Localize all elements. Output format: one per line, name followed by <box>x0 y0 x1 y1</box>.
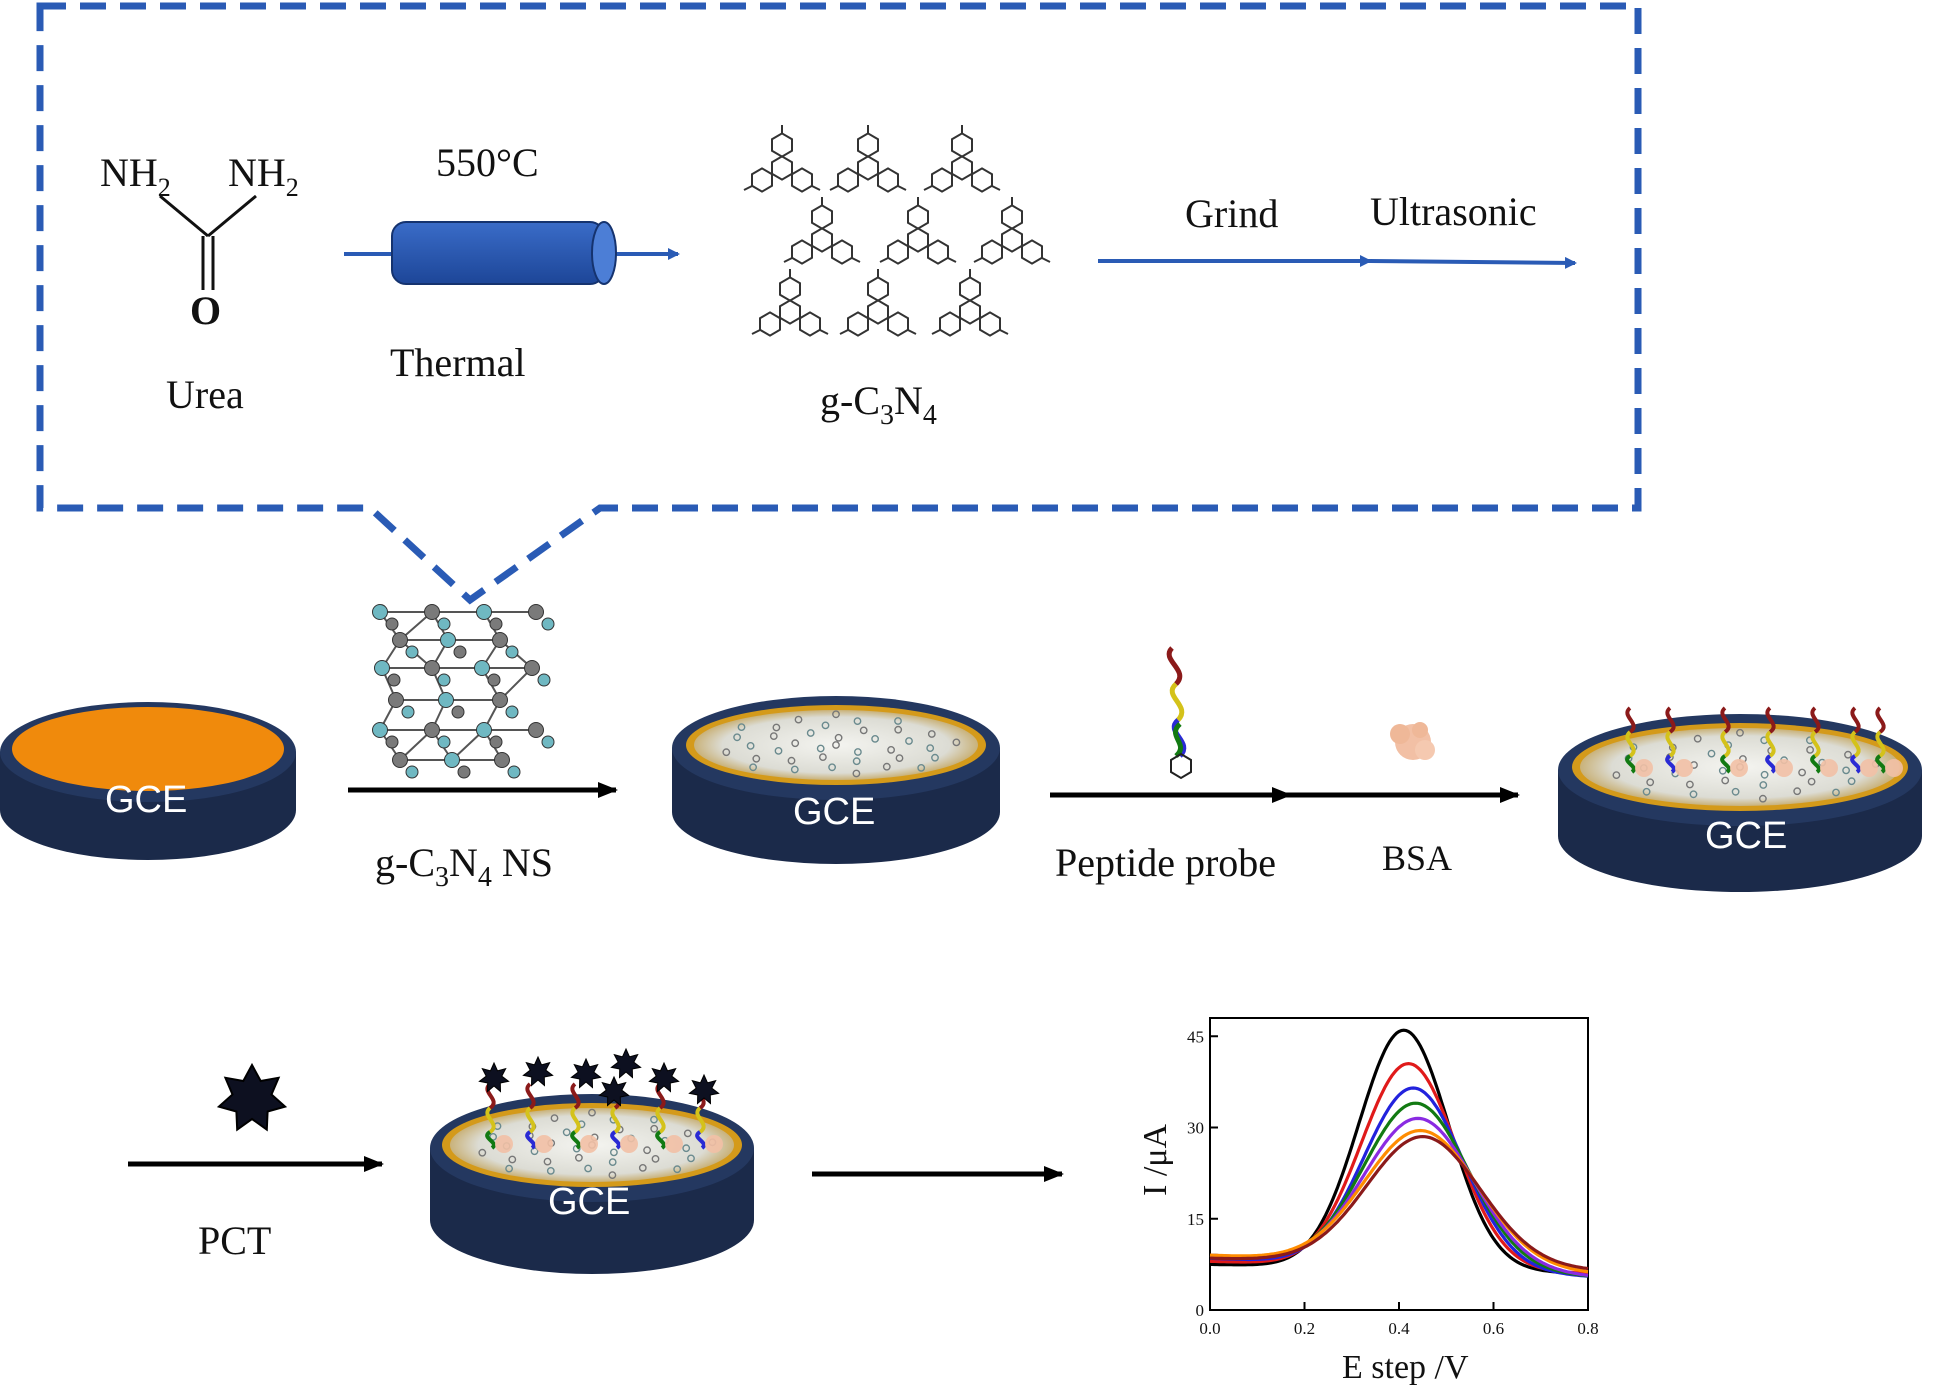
chart-series <box>1209 1028 1589 1278</box>
y-ticks: 0 15 30 45 <box>1187 1027 1218 1320</box>
dpv-series-6 <box>1209 1128 1589 1274</box>
gce-label-3: GCE <box>1705 815 1787 857</box>
gce-with-pct: GCE <box>430 1047 754 1274</box>
ultrasonic-arrow <box>1369 256 1577 269</box>
bsa-label: BSA <box>1382 838 1452 878</box>
nanosheet-surface-pattern <box>722 710 961 778</box>
urea-label: Urea <box>166 372 244 417</box>
dpv-series-2 <box>1209 1061 1589 1275</box>
grind-label: Grind <box>1185 191 1278 236</box>
temperature-label: 550°C <box>436 140 539 185</box>
x-tick-label: 0.0 <box>1199 1319 1220 1338</box>
y-tick-label: 15 <box>1187 1210 1204 1229</box>
peptide-probe-icon <box>1166 646 1192 780</box>
gce-label-4: GCE <box>548 1181 630 1223</box>
bsa-protein-icon <box>1390 722 1435 760</box>
dpv-series-7 <box>1210 1134 1589 1271</box>
synthesis-box <box>36 2 1642 605</box>
dpv-chart: 0.0 0.2 0.4 0.6 0.8 0 15 30 45 E step /V I /μA <box>1137 1017 1599 1386</box>
thermal-label: Thermal <box>390 340 526 385</box>
y-tick-label: 30 <box>1187 1119 1204 1138</box>
y-tick-label: 45 <box>1187 1027 1204 1046</box>
pct-bound-surface <box>478 1047 723 1180</box>
grind-ultrasonic-step: Grind Ultrasonic <box>1098 189 1577 269</box>
gcn-label: g-C3N4 <box>820 378 937 431</box>
urea-bond-left <box>159 194 209 238</box>
thermal-step: 550°C Thermal <box>344 140 680 385</box>
ultrasonic-label: Ultrasonic <box>1370 189 1537 234</box>
x-tick-label: 0.8 <box>1577 1319 1598 1338</box>
peptide-probe-label: Peptide probe <box>1055 840 1276 885</box>
y-tick-label: 0 <box>1196 1301 1205 1320</box>
y-axis-label: I /μA <box>1137 1124 1174 1196</box>
gce-with-nanosheet: GCE <box>672 696 1000 864</box>
x-axis-label: E step /V <box>1342 1349 1469 1386</box>
gcn-structure-drawing <box>743 125 1051 337</box>
urea-oxygen: O <box>190 288 221 333</box>
gce-label-2: GCE <box>793 791 875 833</box>
gce-peptide-bsa: GCE <box>1558 706 1922 892</box>
gcn-nanosheet-ball-model <box>372 604 555 779</box>
pct-label: PCT <box>198 1218 271 1263</box>
bare-gce-electrode: GCE <box>0 702 296 860</box>
dpv-series-1 <box>1210 1028 1588 1275</box>
pct-star-icon <box>216 1062 288 1132</box>
gce-label-1: GCE <box>105 779 187 821</box>
urea-nh2-left: NH2 <box>100 150 171 202</box>
dashed-callout-border <box>36 2 1642 605</box>
urea-nh2-right: NH2 <box>228 150 299 202</box>
peptide-surface <box>1612 706 1903 803</box>
urea-molecule: NH2 NH2 O Urea <box>100 150 299 417</box>
urea-bond-right <box>207 194 257 238</box>
furnace-cylinder-icon <box>391 221 617 285</box>
x-tick-label: 0.6 <box>1483 1319 1504 1338</box>
x-tick-label: 0.2 <box>1294 1319 1315 1338</box>
ns-label: g-C3N4 NS <box>375 840 553 893</box>
x-tick-label: 0.4 <box>1388 1319 1410 1338</box>
x-ticks: 0.0 0.2 0.4 0.6 0.8 <box>1199 1302 1599 1338</box>
